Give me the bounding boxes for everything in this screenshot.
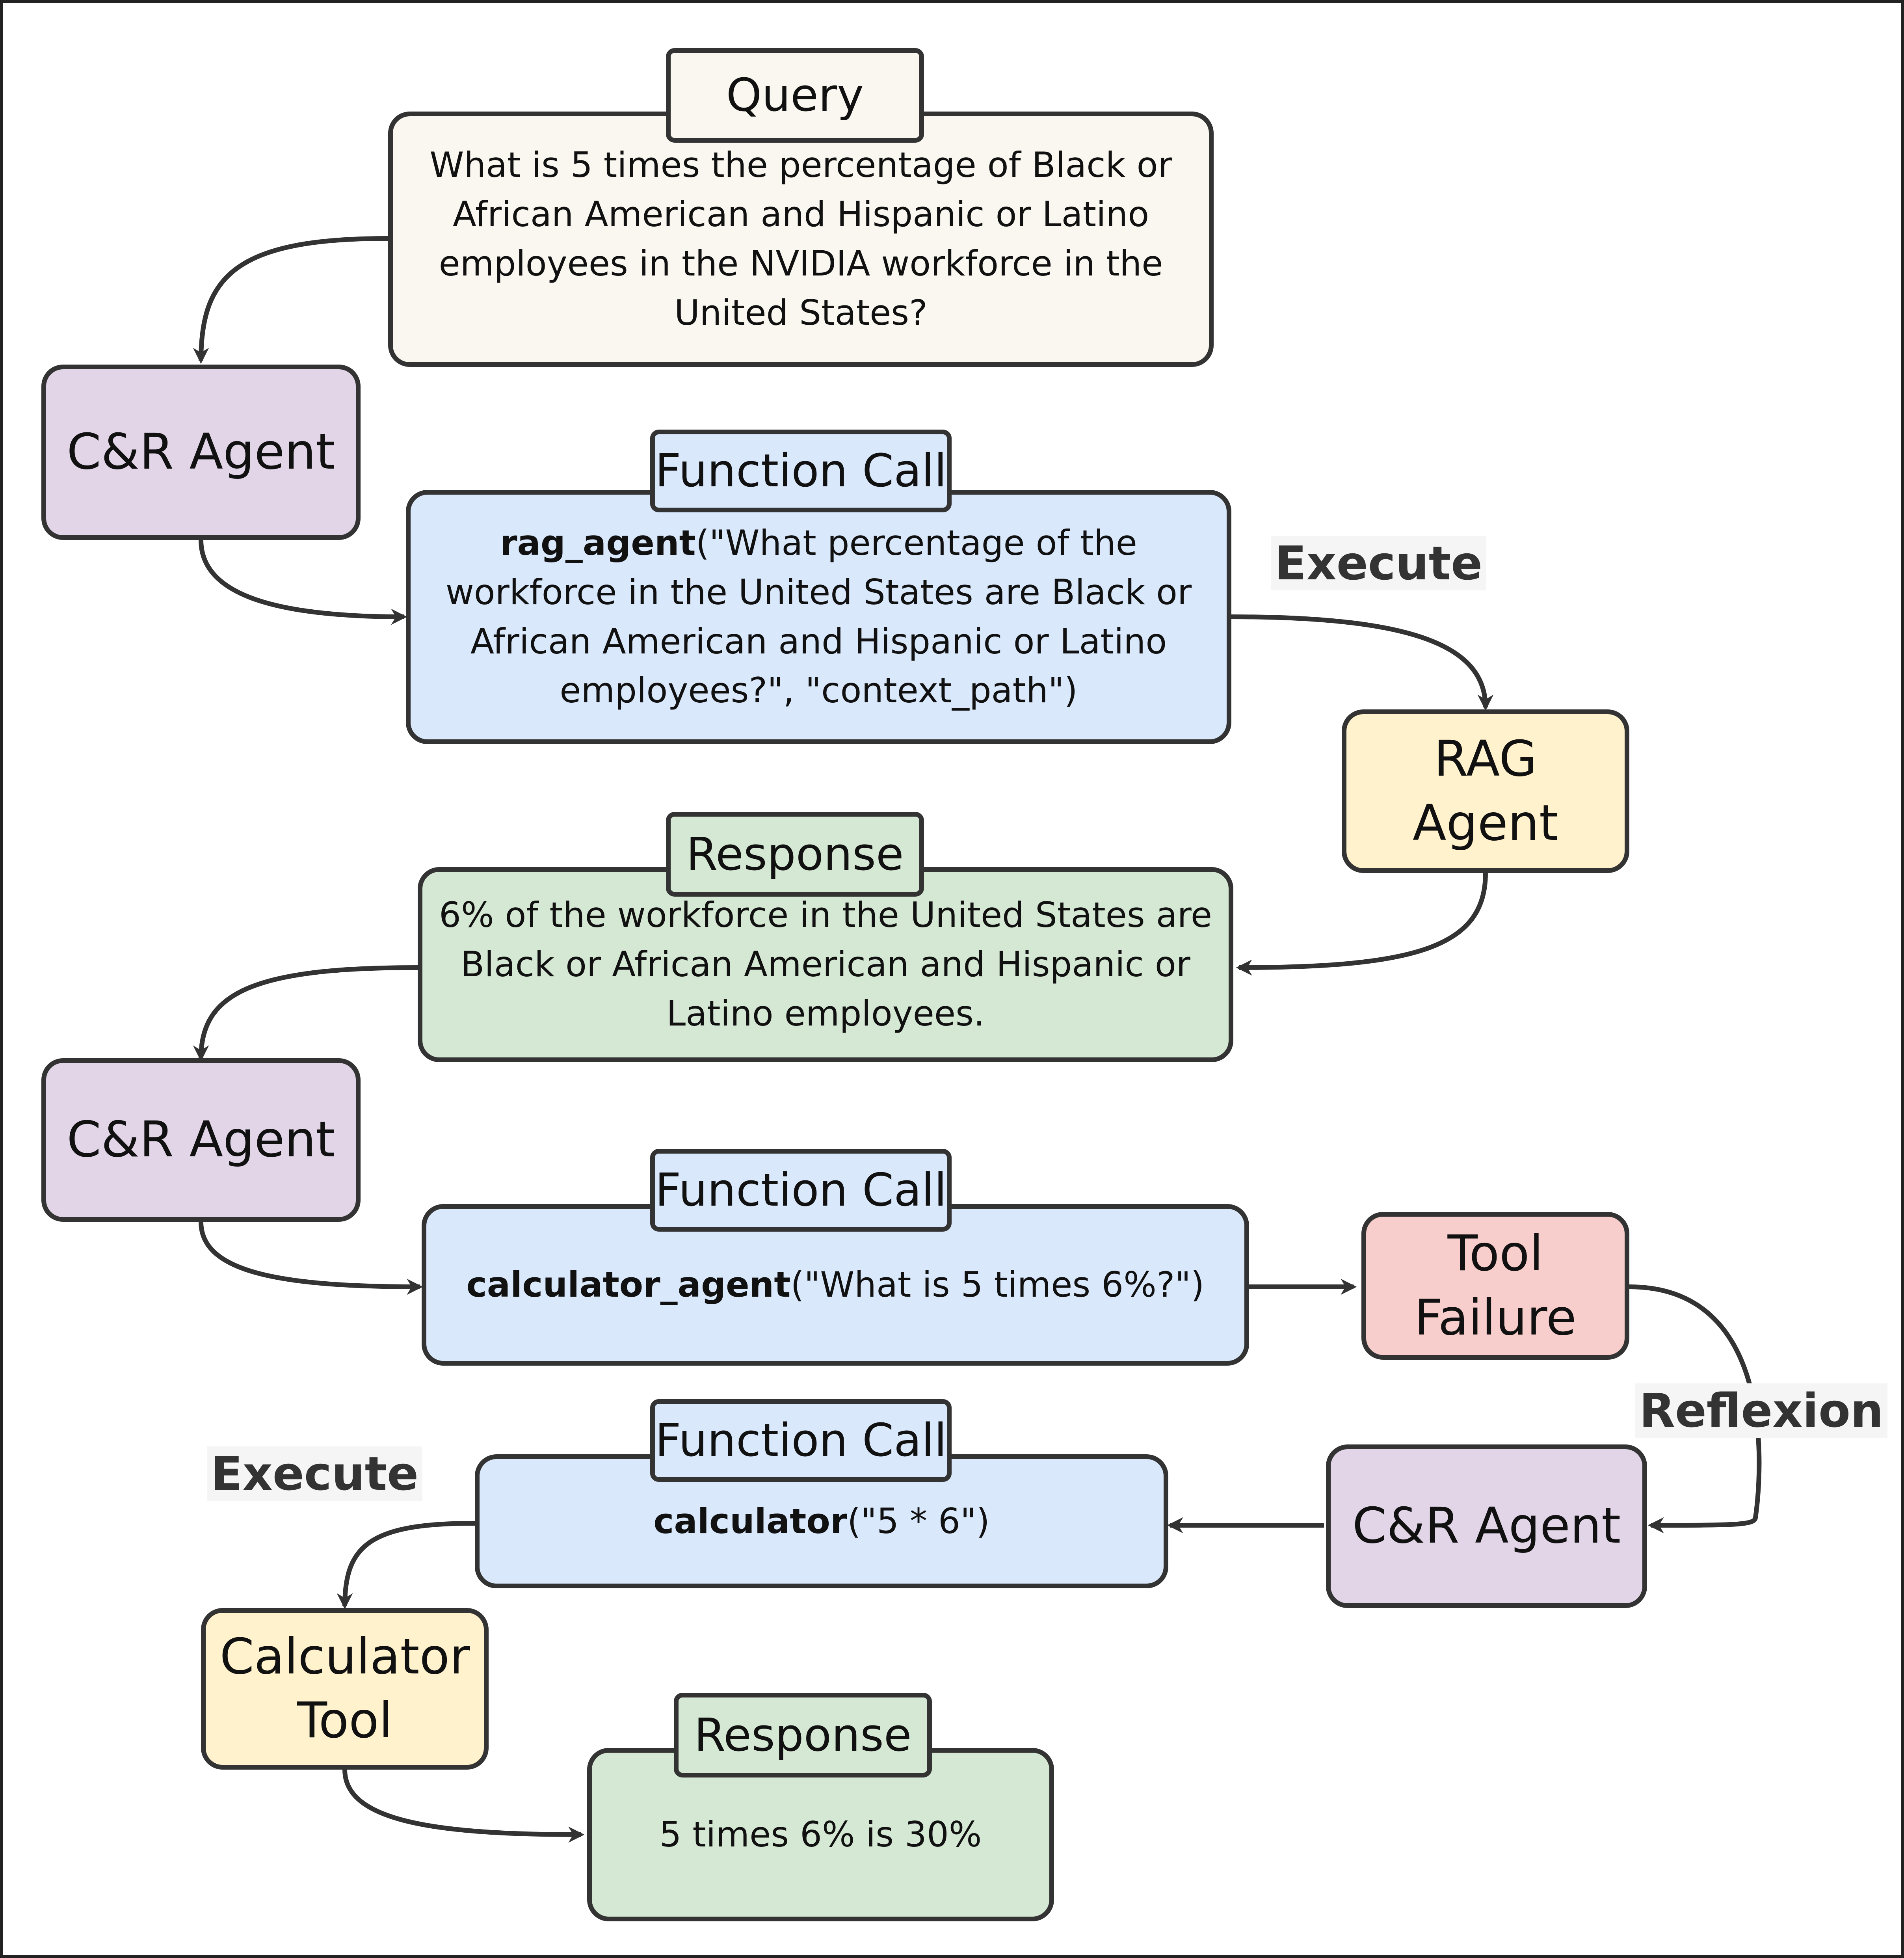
function-call-tab-2: Function Call bbox=[650, 1149, 952, 1232]
edge-function-call-3-to-calculator-tool bbox=[337, 1521, 475, 1610]
cr-agent-node-2: C&R Agent bbox=[41, 1058, 361, 1222]
edge-rag-agent-to-response-1 bbox=[1236, 873, 1488, 976]
response-box-2: 5 times 6% is 30% bbox=[587, 1748, 1054, 1921]
function-args-2: ("What is 5 times 6%?") bbox=[790, 1264, 1205, 1305]
query-tab: Query bbox=[666, 48, 924, 143]
function-args-1: ("What percentage of the workforce in th… bbox=[445, 522, 1192, 711]
response-tab-1: Response bbox=[666, 812, 924, 897]
function-args-3: ("5 * 6") bbox=[847, 1500, 990, 1541]
response-tab-2: Response bbox=[674, 1693, 932, 1777]
edge-response-1-to-cr-agent-2 bbox=[193, 965, 418, 1062]
tool-failure-label: Tool Failure bbox=[1414, 1225, 1577, 1346]
function-call-text-2: calculator_agent("What is 5 times 6%?") bbox=[467, 1260, 1205, 1310]
function-name-calculator-agent: calculator_agent bbox=[466, 1264, 791, 1305]
response-box-1: 6% of the workforce in the United States… bbox=[418, 867, 1233, 1062]
response-text-2: 5 times 6% is 30% bbox=[659, 1814, 982, 1855]
tool-failure-node: Tool Failure bbox=[1361, 1212, 1629, 1360]
function-call-text-3: calculator("5 * 6") bbox=[653, 1497, 990, 1546]
rag-agent-node: RAG Agent bbox=[1342, 709, 1629, 873]
function-call-tab-3: Function Call bbox=[650, 1399, 952, 1482]
edge-cr-agent-2-to-function-call-2 bbox=[199, 1221, 423, 1295]
function-call-box-1: rag_agent("What percentage of the workfo… bbox=[406, 490, 1231, 744]
reflexion-label: Reflexion bbox=[1635, 1383, 1888, 1438]
response-text-1: 6% of the workforce in the United States… bbox=[439, 895, 1212, 1034]
cr-agent-label-3: C&R Agent bbox=[1352, 1497, 1621, 1555]
execute-label-2: Execute bbox=[207, 1446, 423, 1501]
calculator-tool-label: Calculator Tool bbox=[219, 1628, 470, 1750]
function-name-rag-agent: rag_agent bbox=[500, 522, 696, 563]
edge-query-to-cr-agent-1 bbox=[193, 236, 389, 364]
calculator-tool-node: Calculator Tool bbox=[201, 1608, 489, 1770]
cr-agent-label-2: C&R Agent bbox=[67, 1111, 335, 1169]
function-call-text-1: rag_agent("What percentage of the workfo… bbox=[426, 519, 1211, 716]
edge-cr-agent-1-to-function-call-1 bbox=[199, 540, 407, 625]
query-box: What is 5 times the percentage of Black … bbox=[388, 112, 1214, 367]
edge-calculator-tool-to-response-2 bbox=[342, 1769, 585, 1843]
rag-agent-label: RAG Agent bbox=[1413, 730, 1558, 852]
cr-agent-label-1: C&R Agent bbox=[67, 423, 335, 481]
edge-tool-failure-to-cr-agent-3 bbox=[1629, 1284, 1762, 1534]
cr-agent-node-1: C&R Agent bbox=[41, 365, 361, 540]
execute-label-1: Execute bbox=[1271, 536, 1487, 590]
edge-function-call-1-to-rag-agent bbox=[1231, 614, 1494, 711]
cr-agent-node-3: C&R Agent bbox=[1326, 1444, 1647, 1608]
function-call-tab-1: Function Call bbox=[650, 430, 952, 512]
query-text: What is 5 times the percentage of Black … bbox=[430, 145, 1172, 333]
function-name-calculator: calculator bbox=[653, 1500, 848, 1541]
